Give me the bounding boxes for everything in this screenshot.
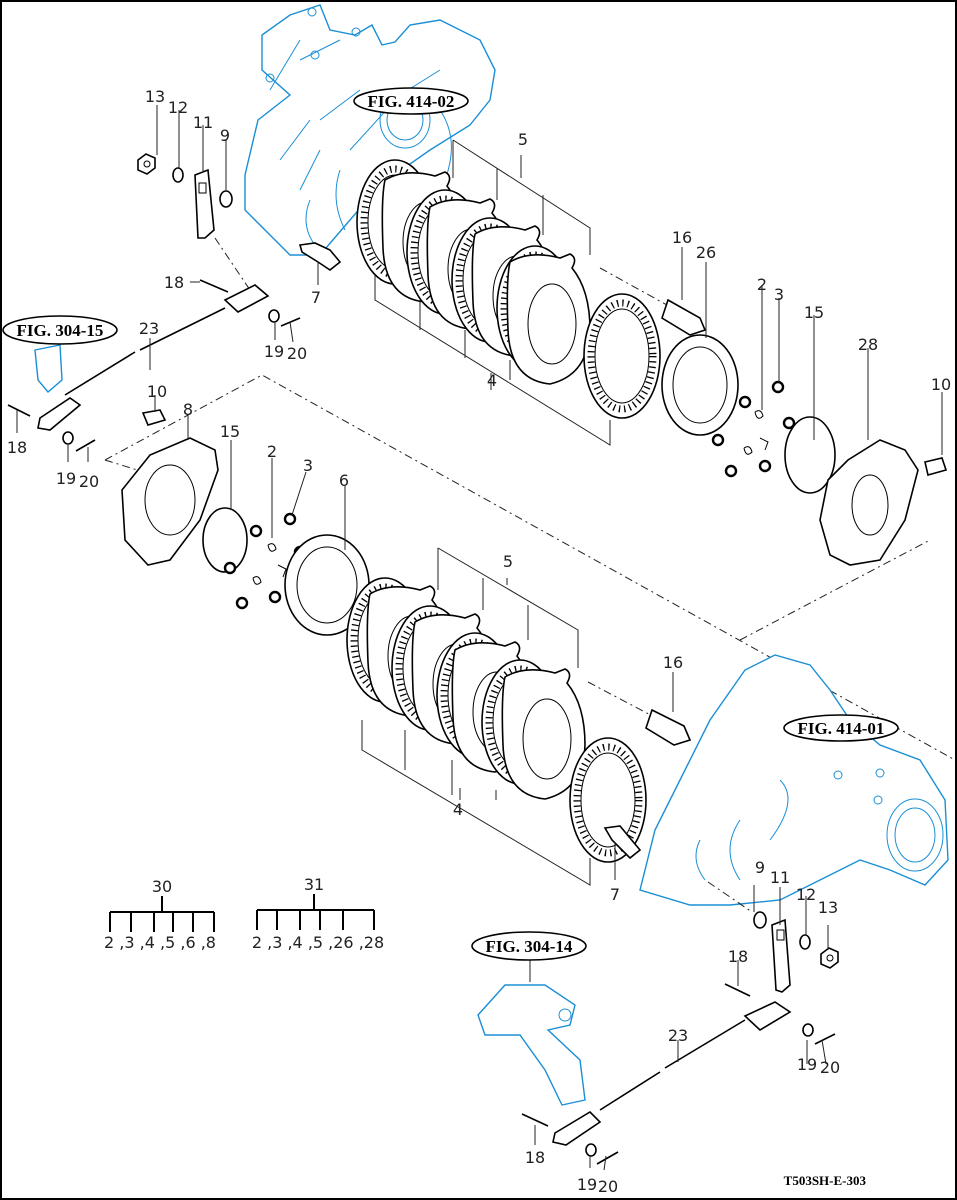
- shaft-7: [603, 825, 642, 860]
- callout: 4: [453, 800, 463, 819]
- callout: 19: [577, 1175, 597, 1194]
- callout: 13: [145, 87, 165, 106]
- clevis-upper: [223, 284, 270, 313]
- figure-ref-414-01[interactable]: FIG. 414-01: [783, 714, 899, 742]
- callout: 9: [220, 126, 230, 145]
- figure-ref-304-15[interactable]: FIG. 304-15: [2, 315, 118, 393]
- pin-16: [661, 298, 707, 336]
- callout: 20: [287, 344, 307, 363]
- callout: 11: [193, 113, 213, 132]
- rod-23: [139, 307, 226, 351]
- lower-clutch-pack: [347, 547, 692, 886]
- callout: 8: [183, 400, 193, 419]
- svg-text:FIG. 304-15: FIG. 304-15: [17, 321, 104, 340]
- callout: 10: [931, 375, 951, 394]
- callout: 10: [147, 382, 167, 401]
- callout: 4: [487, 371, 497, 390]
- callout: 16: [663, 653, 683, 672]
- callout: 15: [220, 422, 240, 441]
- callout: 7: [610, 885, 620, 904]
- bolt-10: [141, 409, 167, 426]
- assembly-components: 2 ,3 ,4 ,5 ,6 ,8: [104, 933, 216, 952]
- upper-linkage: [7, 153, 342, 452]
- callout: 13: [818, 898, 838, 917]
- washer-12: [172, 167, 184, 183]
- callout: 18: [7, 438, 27, 457]
- seal-9: [753, 911, 767, 929]
- figure-ref-414-02[interactable]: FIG. 414-02: [353, 87, 469, 115]
- callout-numbers: 13 12 11 9 7 18 23 19 20 5 4 16 26 2 3 1…: [7, 87, 951, 1196]
- assembly-components: 2 ,3 ,4 ,5 ,26 ,28: [252, 933, 384, 952]
- middle-cover-group: [121, 409, 370, 636]
- clevis-upper: [743, 1001, 792, 1031]
- callout: 23: [668, 1026, 688, 1045]
- assembly-number: 31: [304, 875, 324, 894]
- washer-19: [268, 309, 280, 323]
- callout: 23: [139, 319, 159, 338]
- nut-13: [820, 947, 839, 969]
- snap-ring-15: [784, 416, 836, 494]
- lever-11: [194, 168, 215, 239]
- spring-2: [743, 410, 769, 455]
- callout: 20: [598, 1177, 618, 1196]
- pin-16: [645, 708, 692, 746]
- callout: 12: [168, 98, 188, 117]
- callout: 2: [267, 442, 277, 461]
- steel-plate: [506, 253, 591, 385]
- callout: 5: [503, 552, 513, 571]
- leader-lines: [16, 105, 943, 1171]
- lever-11: [771, 918, 791, 993]
- callout: 18: [525, 1148, 545, 1167]
- cover-28: [819, 439, 919, 566]
- transmission-case-lower: [639, 654, 949, 913]
- callout: 3: [774, 285, 784, 304]
- callout: 6: [339, 471, 349, 490]
- drawing-code: T503SH-E-303: [784, 1173, 867, 1188]
- callout: 19: [56, 469, 76, 488]
- callout: 7: [311, 288, 321, 307]
- seal-9: [219, 190, 233, 208]
- callout: 2: [757, 275, 767, 294]
- svg-text:FIG. 414-01: FIG. 414-01: [798, 719, 885, 738]
- callout: 20: [79, 472, 99, 491]
- callout: 28: [858, 335, 878, 354]
- cover-8: [121, 437, 219, 566]
- callout: 5: [518, 130, 528, 149]
- assembly-tree-30: 30 2 ,3 ,4 ,5 ,6 ,8: [104, 877, 216, 952]
- spring-2: [252, 543, 287, 585]
- bolt-10: [924, 457, 948, 476]
- svg-text:FIG. 304-14: FIG. 304-14: [486, 937, 573, 956]
- callout: 15: [804, 303, 824, 322]
- lower-linkage: [521, 911, 839, 1165]
- upper-clutch-pack: [357, 139, 739, 446]
- plate-26: [661, 334, 739, 436]
- callout: 16: [672, 228, 692, 247]
- callout: 11: [770, 868, 790, 887]
- callout: 26: [696, 243, 716, 262]
- callout: 19: [264, 342, 284, 361]
- callout: 20: [820, 1058, 840, 1077]
- callout: 3: [303, 456, 313, 475]
- upper-balls-springs: [711, 380, 948, 566]
- callout: 18: [728, 947, 748, 966]
- clevis-lower: [552, 1110, 602, 1146]
- assembly-number: 30: [152, 877, 172, 896]
- friction-disc: [584, 294, 660, 418]
- assembly-tree-31: 31 2 ,3 ,4 ,5 ,26 ,28: [252, 875, 384, 952]
- callout: 9: [755, 858, 765, 877]
- washer-12: [799, 934, 811, 950]
- callout: 12: [796, 885, 816, 904]
- shaft-7: [298, 242, 342, 271]
- nut-13: [137, 153, 156, 175]
- clevis-lower: [37, 397, 82, 431]
- snap-ring-15: [202, 507, 248, 573]
- callout: 19: [797, 1055, 817, 1074]
- figure-ref-label: FIG. 414-02: [368, 92, 455, 111]
- figure-ref-304-14[interactable]: FIG. 304-14: [471, 931, 587, 1106]
- callout: 18: [164, 273, 184, 292]
